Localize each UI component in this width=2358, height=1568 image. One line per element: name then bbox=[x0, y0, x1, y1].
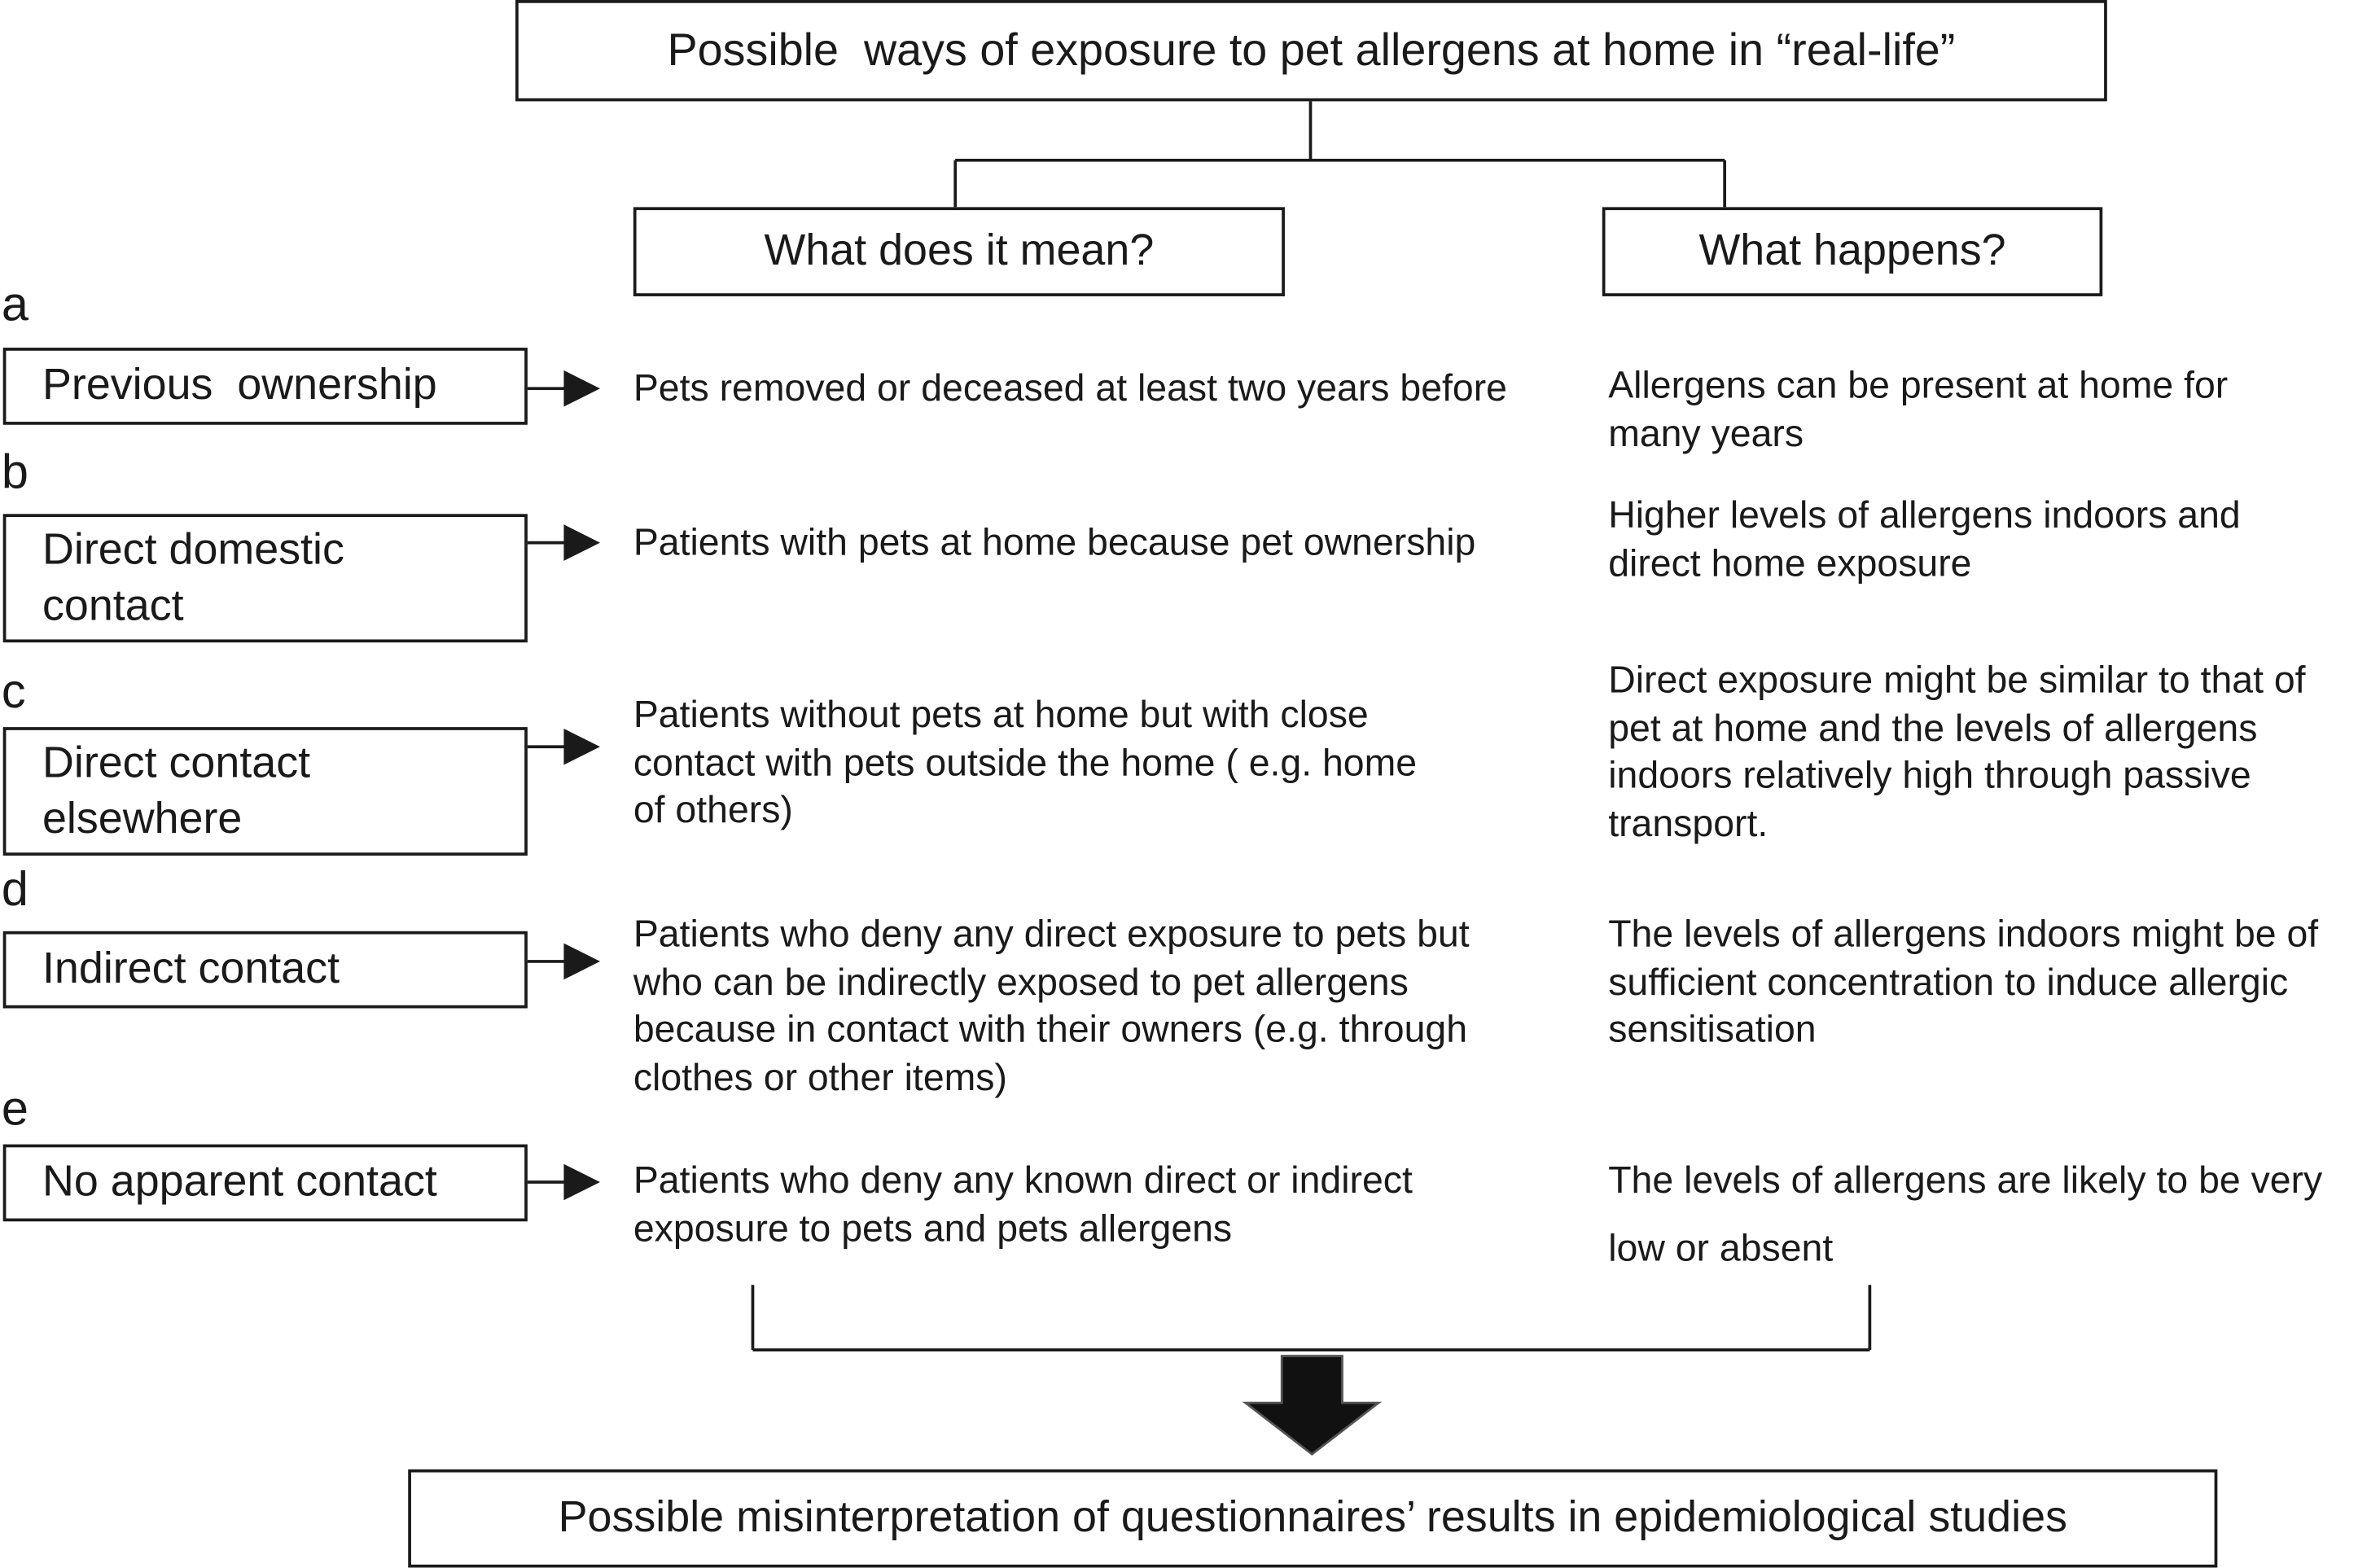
row-label-box-a: Previous ownership bbox=[2, 348, 528, 425]
title-box: Possible ways of exposure to pet allerge… bbox=[515, 0, 2107, 102]
row-label-e: No apparent contact bbox=[42, 1158, 437, 1207]
row-letter-a: a bbox=[1, 276, 28, 331]
arrow-b-head bbox=[563, 524, 600, 561]
conclusion-text: Possible misinterpretation of questionna… bbox=[558, 1493, 2067, 1542]
row-label-box-c: Direct contact elsewhere bbox=[2, 727, 528, 856]
row-happens-c: Direct exposure might be similar to that… bbox=[1608, 659, 2306, 845]
row-letter-b: b bbox=[1, 444, 28, 499]
arrow-e-head bbox=[563, 1163, 600, 1201]
title-text: Possible ways of exposure to pet allerge… bbox=[667, 24, 1956, 75]
row-meaning-e: Patients who deny any known direct or in… bbox=[633, 1159, 1413, 1250]
row-label-a: Previous ownership bbox=[42, 361, 437, 410]
meaning-header-box: What does it mean? bbox=[633, 207, 1285, 296]
row-happens-e: The levels of allergens are likely to be… bbox=[1608, 1159, 2323, 1270]
row-letter-e: e bbox=[1, 1080, 28, 1136]
arrow-d-head bbox=[563, 943, 600, 980]
row-meaning-b: Patients with pets at home because pet o… bbox=[633, 521, 1476, 564]
meaning-header-text: What does it mean? bbox=[764, 226, 1155, 275]
row-meaning-a: Pets removed or deceased at least two ye… bbox=[633, 367, 1508, 410]
row-happens-d: The levels of allergens indoors might be… bbox=[1608, 913, 2319, 1051]
big-down-arrow bbox=[1242, 1355, 1383, 1456]
row-meaning-d: Patients who deny any direct exposure to… bbox=[633, 913, 1470, 1098]
conclusion-box: Possible misinterpretation of questionna… bbox=[408, 1469, 2218, 1568]
arrow-a-head bbox=[563, 370, 600, 407]
row-label-box-e: No apparent contact bbox=[2, 1144, 528, 1222]
row-label-box-d: Indirect contact bbox=[2, 931, 528, 1009]
row-happens-b: Higher levels of allergens indoors and d… bbox=[1608, 494, 2241, 585]
row-happens-a: Allergens can be present at home for man… bbox=[1608, 364, 2229, 454]
row-label-box-b: Direct domestic contact bbox=[2, 514, 528, 643]
happens-header-box: What happens? bbox=[1602, 207, 2103, 296]
row-label-d: Indirect contact bbox=[42, 944, 340, 993]
happens-header-text: What happens? bbox=[1698, 226, 2006, 275]
row-letter-d: d bbox=[1, 861, 28, 917]
row-label-b: Direct domestic contact bbox=[42, 525, 344, 630]
row-label-c: Direct contact elsewhere bbox=[42, 738, 311, 843]
arrow-c-head bbox=[563, 728, 600, 765]
row-letter-c: c bbox=[1, 664, 26, 718]
row-meaning-c: Patients without pets at home but with c… bbox=[633, 694, 1418, 832]
